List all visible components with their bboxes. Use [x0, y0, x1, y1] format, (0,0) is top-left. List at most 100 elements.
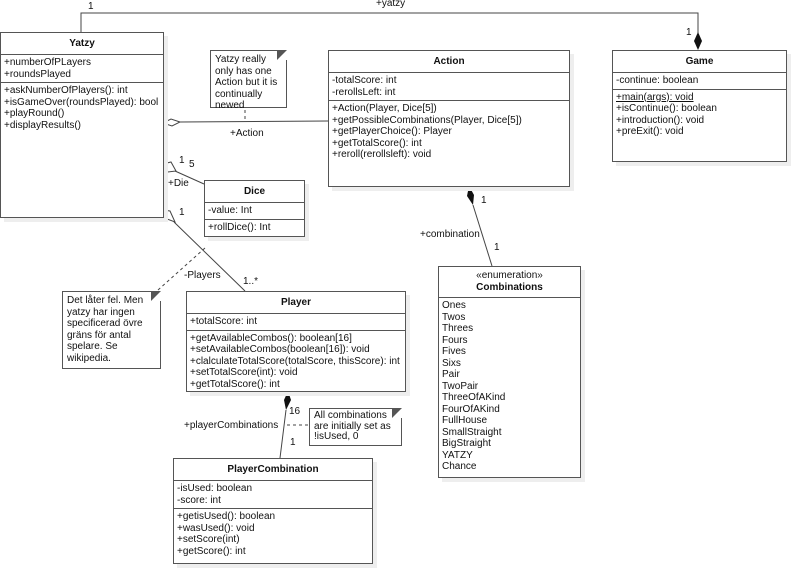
method: +wasUsed(): void — [177, 522, 255, 534]
methods: +getisUsed(): boolean+wasUsed(): void+se… — [174, 508, 372, 559]
methods: +getAvailableCombos(): boolean[16]+setAv… — [187, 329, 405, 393]
yatzy-game-composition — [80, 12, 699, 33]
method: +isGameOver(roundsPlayed): bool — [4, 96, 159, 108]
class-player-combination[interactable]: PlayerCombination -isUsed: boolean-score… — [173, 458, 373, 564]
attribute: -value: Int — [208, 205, 252, 216]
role-label: +Die — [168, 178, 189, 189]
method: +setTotalScore(int): void — [190, 367, 298, 378]
attributes: -value: Int — [205, 203, 304, 219]
enum-literal: Fives — [442, 346, 466, 357]
class-name: Action — [329, 51, 569, 73]
role-label: -Players — [184, 270, 221, 281]
mult-label: 1 — [88, 1, 94, 12]
mult-label: 1 — [686, 27, 692, 38]
role-label: +yatzy — [376, 0, 406, 9]
mult-label: 1..* — [243, 276, 259, 287]
yatzy-player-aggregation — [173, 221, 246, 292]
role-label: +Action — [230, 128, 264, 139]
method: +getPlayerChoice(): Player — [332, 126, 452, 137]
method: +getPossibleCombinations(Player, Dice[5]… — [332, 114, 522, 126]
mult-label: 1 — [179, 207, 185, 218]
attribute: +roundsPlayed — [4, 68, 71, 80]
methods: +rollDice(): Int — [205, 218, 304, 236]
class-name: Game — [613, 51, 786, 73]
player-playercombination-composition — [279, 409, 287, 459]
class-name: Yatzy — [1, 33, 163, 55]
attributes: +numberOfPLayers+roundsPlayed — [1, 55, 163, 82]
note-action: Yatzy really only has one Action but it … — [210, 50, 287, 111]
attributes: +totalScore: int — [187, 314, 405, 330]
enum-literal: YATZY — [442, 449, 473, 461]
enum-literal: Twos — [442, 311, 466, 323]
yatzy-action-aggregation — [179, 120, 329, 123]
class-action[interactable]: Action -totalScore: int-rerollsLeft: int… — [328, 50, 570, 187]
aggregation-diamond-dice — [162, 161, 177, 173]
enum-literal: BigStraight — [442, 438, 491, 449]
methods: +Action(Player, Dice[5])+getPossibleComb… — [329, 100, 569, 163]
method: +isContinue(): boolean — [616, 103, 717, 114]
note-players-anchor — [157, 247, 206, 291]
method: +setScore(int) — [177, 534, 240, 545]
enum-literal: Sixs — [442, 357, 461, 369]
enum-literal: ThreeOfAKind — [442, 392, 506, 403]
enum-literal: Pair — [442, 369, 460, 380]
method: +getAvailableCombos(): boolean[16] — [190, 332, 352, 344]
method: +getTotalScore(): int — [190, 378, 280, 390]
methods: +main(args): void+isContinue(): boolean +… — [613, 88, 786, 140]
mult-label: 1 — [481, 195, 487, 206]
action-combinations-composition — [472, 204, 493, 267]
mult-label: 1 — [179, 155, 185, 166]
method: +getisUsed(): boolean — [177, 511, 276, 522]
enum-literal: SmallStraight — [442, 426, 502, 438]
attribute: -rerollsLeft: int — [332, 86, 396, 98]
aggregation-diamond-action — [161, 118, 182, 127]
composition-diamond-game — [694, 32, 702, 50]
enum-literal: Chance — [442, 461, 477, 472]
method: +reroll(rerollsleft): void — [332, 149, 432, 160]
composition-diamond-player — [284, 391, 291, 410]
enum-literal: TwoPair — [442, 380, 479, 392]
class-game[interactable]: Game -continue: boolean +main(args): voi… — [612, 50, 787, 162]
enum-literal: Fours — [442, 334, 468, 346]
mult-label: 16 — [289, 406, 301, 417]
method: +clalculateTotalScore(totalScore, thisSc… — [190, 355, 400, 367]
method: +preExit(): void — [616, 126, 684, 137]
note-players: Det låter fel. Men yatzy har ingen speci… — [62, 291, 161, 369]
attribute: +totalScore: int — [190, 316, 257, 327]
method: +rollDice(): Int — [208, 221, 271, 233]
mult-label: 1 — [494, 242, 500, 253]
class-name: PlayerCombination — [174, 459, 372, 481]
aggregation-diamond-player — [162, 209, 176, 223]
class-dice[interactable]: Dice -value: Int +rollDice(): Int — [204, 180, 305, 237]
method: +Action(Player, Dice[5]) — [332, 103, 437, 114]
yatzy-dice-aggregation — [174, 170, 205, 185]
method: +main(args): void — [616, 91, 694, 103]
mult-label: 5 — [189, 159, 195, 170]
class-name: Player — [187, 292, 405, 314]
method: +askNumberOfPlayers(): int — [4, 85, 128, 96]
role-label: +combination — [420, 229, 480, 240]
class-name: Dice — [205, 181, 304, 203]
enum-literal: FullHouse — [442, 415, 488, 426]
method: +playRound() — [4, 108, 65, 119]
class-yatzy[interactable]: Yatzy +numberOfPLayers+roundsPlayed +ask… — [0, 32, 164, 218]
enum-literal: FourOfAKind — [442, 403, 500, 415]
attribute: +numberOfPLayers — [4, 57, 91, 68]
enum-literal: Ones — [442, 300, 466, 311]
methods: +askNumberOfPlayers(): int+isGameOver(ro… — [1, 82, 163, 133]
method: +getTotalScore(): int — [332, 137, 422, 149]
attribute: -totalScore: int — [332, 75, 397, 86]
attribute: -continue: boolean — [616, 75, 699, 86]
method: +getScore(): int — [177, 545, 246, 557]
mult-label: 1 — [290, 437, 296, 448]
attribute: -score: int — [177, 494, 221, 506]
method: +setAvailableCombos(boolean[16]): void — [190, 344, 370, 355]
enum-header: «enumeration»Combinations — [439, 267, 580, 298]
class-player[interactable]: Player +totalScore: int +getAvailableCom… — [186, 291, 406, 392]
role-label: +playerCombinations — [184, 420, 279, 431]
stereotype: «enumeration» — [476, 270, 543, 281]
attributes: -totalScore: int-rerollsLeft: int — [329, 73, 569, 100]
